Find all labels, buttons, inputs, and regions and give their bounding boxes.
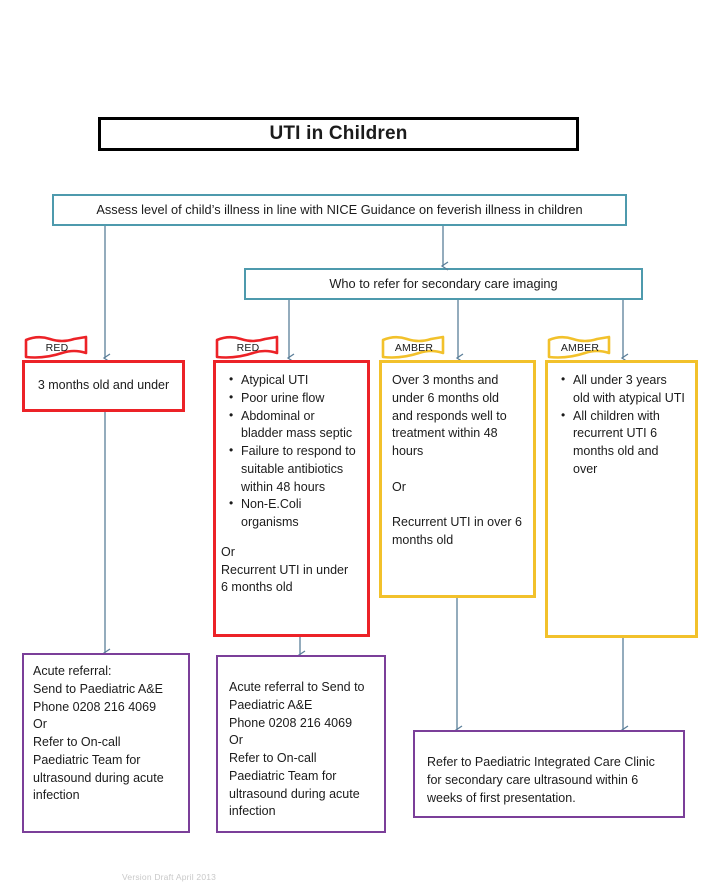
list-item: Non-E.Coli organisms <box>229 495 357 532</box>
tab-amber-col4-label: AMBER <box>560 341 600 354</box>
criteria-col2-footer: Or Recurrent UTI in under 6 months old <box>221 544 349 595</box>
criteria-col4-list: All under 3 years old with atypical UTI … <box>558 371 685 479</box>
tab-amber-col3-label: AMBER <box>394 341 434 354</box>
criteria-box-col2: Atypical UTI Poor urine flow Abdominal o… <box>213 360 370 637</box>
list-item: All under 3 years old with atypical UTI <box>561 371 685 408</box>
outcome-1-text: Acute referral: Send to Paediatric A&E P… <box>33 664 164 803</box>
list-item: Poor urine flow <box>229 389 357 408</box>
list-item: Abdominal or bladder mass septic <box>229 407 357 444</box>
criteria-col1-text: 3 months old and under <box>37 378 170 393</box>
outcome-box-3: Refer to Paediatric Integrated Care Clin… <box>413 730 685 818</box>
page-title: UTI in Children <box>98 117 579 151</box>
footer-version-text: Version Draft April 2013 <box>122 872 217 882</box>
list-item: All children with recurrent UTI 6 months… <box>561 407 685 479</box>
list-item: Failure to respond to suitable antibioti… <box>229 442 357 496</box>
outcome-box-1: Acute referral: Send to Paediatric A&E P… <box>22 653 190 833</box>
tab-red-col1: RED <box>24 335 90 360</box>
tab-amber-col3: AMBER <box>381 335 447 360</box>
outcome-box-2: Acute referral to Send to Paediatric A&E… <box>216 655 386 833</box>
criteria-box-col3: Over 3 months and under 6 months old and… <box>379 360 536 598</box>
criteria-box-col4: All under 3 years old with atypical UTI … <box>545 360 698 638</box>
process-who-to-refer: Who to refer for secondary care imaging <box>244 268 643 300</box>
tab-red-col1-label: RED <box>45 341 69 354</box>
tab-amber-col4: AMBER <box>547 335 613 360</box>
criteria-box-col1: 3 months old and under <box>22 360 185 412</box>
tab-red-col2-label: RED <box>236 341 260 354</box>
tab-red-col2: RED <box>215 335 281 360</box>
criteria-col3-text: Over 3 months and under 6 months old and… <box>392 373 522 547</box>
process-assess-illness: Assess level of child’s illness in line … <box>52 194 627 226</box>
criteria-col2-list: Atypical UTI Poor urine flow Abdominal o… <box>226 371 357 532</box>
outcome-2-text: Acute referral to Send to Paediatric A&E… <box>229 680 365 819</box>
list-item: Atypical UTI <box>229 371 357 390</box>
outcome-3-text: Refer to Paediatric Integrated Care Clin… <box>427 755 655 805</box>
